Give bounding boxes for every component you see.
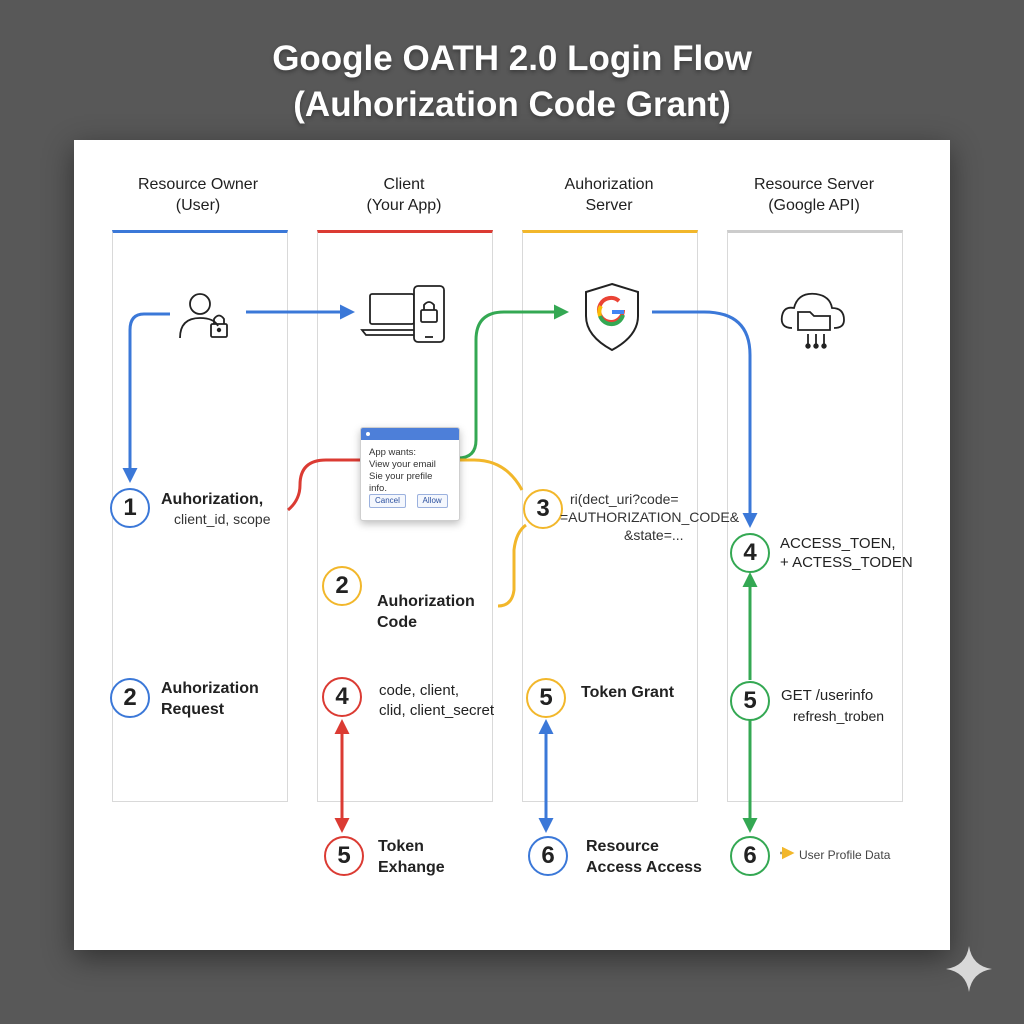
arrow-dialog-to-auth — [457, 304, 569, 460]
consent-dialog: App wants: View your email Sie your pref… — [360, 427, 460, 521]
lane-authorization-server — [522, 230, 698, 802]
step5-client-line-2: Exhange — [378, 859, 445, 876]
step5-res-line-1: GET /userinfo — [781, 687, 874, 704]
lane-header-line: (User) — [175, 197, 221, 214]
lane-client — [317, 230, 493, 802]
lane-header-line: Server — [585, 197, 633, 214]
title-line-2: (Auhorization Code Grant) — [293, 85, 731, 124]
flow-arrows — [122, 282, 845, 860]
dialog-title-bar — [361, 428, 459, 440]
step1-title: Auhorization, — [161, 491, 264, 508]
step-badge-5-client: 5 — [324, 836, 364, 876]
lane-header-line: Client — [383, 176, 425, 193]
lane-header-resource-owner: Resource Owner (User) — [98, 174, 298, 216]
step1-detail: client_id, scope — [174, 511, 271, 527]
lane-header-resource-server: Resource Server (Google API) — [714, 174, 914, 216]
step-badge-6-auth: 6 — [528, 836, 568, 876]
lane-header-line: Auhorization — [564, 176, 654, 193]
lane-header-line: Resource Owner — [137, 176, 259, 193]
lane-header-line: (Google API) — [768, 197, 860, 214]
step3-line-3: &state=... — [624, 527, 684, 543]
step6-auth-line-1: Resource — [586, 838, 659, 855]
arrow-auth-to-resource — [652, 310, 758, 528]
page-title: Google OATH 2.0 Login Flow (Auhorization… — [0, 36, 1024, 128]
step2-client-title-1: Auhorization — [377, 593, 475, 610]
google-shield-icon — [585, 282, 639, 352]
diagram-panel: Resource Owner (User) Client (Your App) … — [74, 140, 950, 950]
arrow-user-to-step1 — [122, 312, 170, 483]
step4-res-line-2: + ACTESS_TODEN — [780, 554, 913, 571]
step5-res-line-2: refresh_troben — [793, 708, 885, 724]
allow-button[interactable]: Allow — [416, 494, 448, 508]
step2-client-title-2: Code — [377, 614, 417, 631]
step6-auth-line-2: Access Access — [586, 859, 702, 876]
step-badge-4-client: 4 — [322, 677, 362, 717]
step-badge-1: 1 — [110, 488, 150, 528]
title-line-1: Google OATH 2.0 Login Flow — [272, 39, 752, 78]
laptop-phone-lock-icon — [360, 285, 445, 343]
step-badge-5-auth: 5 — [526, 678, 566, 718]
lane-header-line: Resource Server — [753, 176, 875, 193]
cloud-folder-icon — [780, 292, 845, 349]
step-badge-6-resource: 6 — [730, 836, 770, 876]
arrow-dialog-to-step3 — [458, 458, 524, 491]
lane-header-client: Client (Your App) — [304, 174, 504, 216]
arrow-step1-to-dialog — [287, 458, 360, 512]
step2-user-title-1: Auhorization — [161, 680, 259, 697]
step-badge-5-resource: 5 — [730, 681, 770, 721]
step3-line-1: ri(dect_uri?code= — [570, 491, 679, 507]
step-badge-4-resource: 4 — [730, 533, 770, 573]
step5-client-line-1: Token — [378, 838, 424, 855]
cancel-button[interactable]: Cancel — [369, 494, 406, 508]
step-badge-2-user: 2 — [110, 678, 150, 718]
dialog-line: View your email — [369, 459, 436, 470]
lane-header-line: (Your App) — [366, 197, 442, 214]
lane-resource-server — [727, 230, 903, 802]
sparkle-icon — [946, 946, 992, 992]
arrow-step3-to-step2 — [497, 523, 527, 608]
step4-client-line-2: clid, client_secret — [379, 702, 495, 719]
step-badge-2-client: 2 — [322, 566, 362, 606]
step3-line-2: =AUTHORIZATION_CODE& — [560, 509, 740, 525]
step5-auth-title: Token Grant — [581, 684, 675, 701]
step2-user-title-2: Request — [161, 701, 225, 718]
dialog-line: App wants: — [369, 447, 416, 458]
lane-header-authorization-server: Auhorization Server — [509, 174, 709, 216]
step4-res-line-1: ACCESS_TOEN, — [780, 535, 896, 552]
user-lock-icon — [179, 293, 228, 339]
step-badge-3: 3 — [523, 489, 563, 529]
user-profile-label: User Profile Data — [799, 848, 891, 862]
step4-client-line-1: code, client, — [379, 682, 460, 699]
dialog-line: Sie your prefile info. — [369, 471, 433, 494]
